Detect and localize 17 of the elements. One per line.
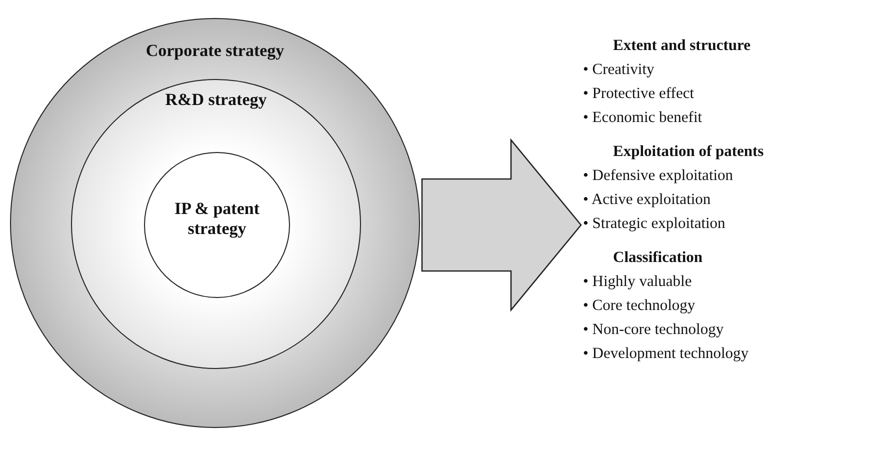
section-heading: Extent and structure	[613, 36, 752, 56]
circle-label: IP & patent strategy	[174, 199, 260, 239]
bullet-item: • Highly valuable	[583, 272, 693, 292]
bullet-item: • Active exploitation	[583, 190, 712, 210]
bullet-item: • Protective effect	[583, 84, 696, 104]
bullet-item: • Non-core technology	[583, 320, 725, 340]
bullet-item: • Core technology	[583, 296, 696, 316]
bullet-item: • Economic benefit	[583, 108, 704, 128]
section-heading: Classification	[613, 248, 704, 268]
bullet-item: • Defensive exploitation	[583, 166, 734, 186]
section-heading: Exploitation of patents	[613, 142, 765, 162]
bullet-item: • Strategic exploitation	[583, 214, 726, 234]
circle-label: R&D strategy	[164, 90, 268, 110]
block-arrow	[421, 138, 582, 312]
circle-label: Corporate strategy	[144, 41, 286, 61]
bullet-item: • Creativity	[583, 60, 656, 80]
bullet-item: • Development technology	[583, 344, 750, 364]
